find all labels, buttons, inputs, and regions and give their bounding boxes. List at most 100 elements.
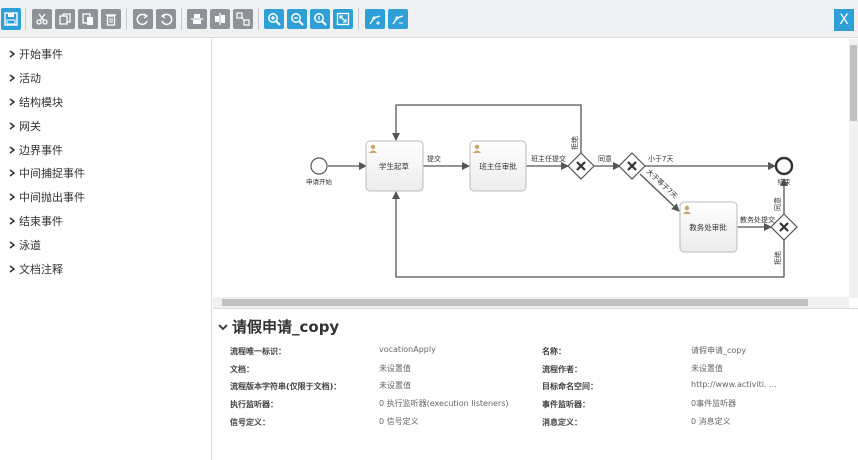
flow-label: 教务处提交 bbox=[740, 215, 775, 224]
flow-label: 拒绝 bbox=[570, 136, 579, 150]
prop-value[interactable]: 0 消息定义 bbox=[691, 417, 731, 426]
palette-group-label: 活动 bbox=[19, 72, 41, 85]
chevron-right-icon bbox=[9, 98, 16, 106]
vertical-scrollbar[interactable] bbox=[849, 39, 858, 298]
chevron-down-icon bbox=[218, 323, 228, 330]
process-name: 请假申请_copy bbox=[232, 318, 340, 336]
horizontal-scrollbar[interactable] bbox=[213, 297, 849, 308]
prop-label: 名称： bbox=[542, 347, 566, 356]
zoom-in-icon[interactable] bbox=[264, 9, 284, 29]
palette-group-activity[interactable]: 活动 bbox=[8, 69, 41, 87]
flow-label: 小于7天 bbox=[648, 154, 673, 163]
palette-group-gateway[interactable]: 网关 bbox=[8, 117, 41, 135]
flow-label: 拒绝 bbox=[773, 251, 782, 265]
undo-icon[interactable] bbox=[156, 9, 176, 29]
zoom-out-icon[interactable] bbox=[287, 9, 307, 29]
toolbar: X bbox=[0, 0, 858, 38]
prop-label: 目标命名空间： bbox=[542, 382, 598, 391]
prop-value[interactable]: 0 信号定义 bbox=[379, 417, 419, 426]
flow-label: 同意 bbox=[598, 154, 612, 163]
prop-label: 文档： bbox=[230, 365, 254, 374]
palette-group-label: 中间抛出事件 bbox=[19, 191, 85, 204]
chevron-right-icon bbox=[9, 193, 16, 201]
close-button[interactable]: X bbox=[834, 9, 854, 31]
palette-group-start-event[interactable]: 开始事件 bbox=[8, 45, 63, 63]
gateway-dean bbox=[770, 213, 798, 241]
chevron-right-icon bbox=[9, 265, 16, 273]
palette-group-boundary-event[interactable]: 边界事件 bbox=[8, 141, 63, 159]
task-dean-approve: 教务处审批 bbox=[679, 201, 738, 253]
flow-label: 班主任提交 bbox=[531, 154, 566, 163]
palette-group-structural[interactable]: 结构模块 bbox=[8, 93, 63, 111]
save-icon[interactable] bbox=[1, 8, 21, 30]
prop-label: 事件监听器： bbox=[542, 400, 590, 409]
palette-group-label: 网关 bbox=[19, 120, 41, 133]
cut-icon[interactable] bbox=[32, 9, 52, 29]
palette-group-end-event[interactable]: 结束事件 bbox=[8, 212, 63, 230]
chevron-right-icon bbox=[9, 74, 16, 82]
start-event bbox=[310, 157, 328, 175]
chevron-right-icon bbox=[9, 122, 16, 130]
prop-value[interactable]: 未设置值 bbox=[379, 381, 411, 390]
task-label: 教务处审批 bbox=[689, 222, 727, 232]
prop-label: 信号定义： bbox=[230, 418, 270, 427]
chevron-right-icon bbox=[9, 217, 16, 225]
zoom-actual-icon[interactable] bbox=[310, 9, 330, 29]
chevron-right-icon bbox=[9, 169, 16, 177]
palette-group-throwing-event[interactable]: 中间抛出事件 bbox=[8, 188, 85, 206]
prop-value[interactable]: 请假申请_copy bbox=[691, 346, 747, 355]
palette-group-label: 结构模块 bbox=[19, 96, 63, 109]
copy-icon[interactable] bbox=[55, 9, 75, 29]
bendpoint-add-icon[interactable] bbox=[365, 9, 385, 29]
diagram-canvas[interactable]: 申请开始 结束 学生起草 班主任审批 教务处审批 bbox=[213, 39, 858, 309]
palette-group-swimlane[interactable]: 泳道 bbox=[8, 236, 41, 254]
task-label: 班主任审批 bbox=[479, 161, 517, 171]
task-label: 学生起草 bbox=[379, 161, 409, 171]
palette-group-label: 边界事件 bbox=[19, 144, 63, 157]
flow-label: 提交 bbox=[427, 154, 441, 163]
zoom-fit-icon[interactable] bbox=[333, 9, 353, 29]
flow-ge7 bbox=[639, 173, 680, 212]
chevron-right-icon bbox=[9, 146, 16, 154]
prop-label: 执行监听器： bbox=[230, 400, 278, 409]
prop-label: 流程版本字符串(仅限于文档)： bbox=[230, 382, 342, 391]
flow-label: 同意 bbox=[773, 197, 782, 211]
palette-group-label: 开始事件 bbox=[19, 48, 63, 61]
prop-value[interactable]: 0事件监听器 bbox=[691, 399, 737, 408]
delete-icon[interactable] bbox=[101, 9, 121, 29]
redo-icon[interactable] bbox=[133, 9, 153, 29]
flow-reject-bottom bbox=[392, 191, 785, 278]
chevron-right-icon bbox=[9, 50, 16, 58]
same-size-icon[interactable] bbox=[233, 9, 253, 29]
align-vertical-icon[interactable] bbox=[210, 9, 230, 29]
palette-group-catching-event[interactable]: 中间捕捉事件 bbox=[8, 164, 85, 182]
properties-panel: 请假申请_copy 流程唯一标识： vocationApply 名称： 请假申请… bbox=[213, 310, 858, 460]
palette-group-label: 泳道 bbox=[19, 239, 41, 252]
prop-label: 流程作者： bbox=[542, 365, 582, 374]
gateway-teacher bbox=[567, 152, 595, 180]
prop-value[interactable]: 未设置值 bbox=[691, 364, 723, 373]
prop-label: 消息定义： bbox=[542, 418, 582, 427]
palette-group-label: 文档注释 bbox=[19, 263, 63, 276]
prop-label: 流程唯一标识： bbox=[230, 347, 286, 356]
end-event-label: 结束 bbox=[778, 177, 792, 186]
align-horizontal-icon[interactable] bbox=[187, 9, 207, 29]
flow-reject-top bbox=[392, 104, 582, 154]
prop-value[interactable]: 0 执行监听器(execution listeners) bbox=[379, 399, 509, 408]
palette-group-label: 中间捕捉事件 bbox=[19, 167, 85, 180]
prop-value[interactable]: vocationApply bbox=[379, 345, 436, 354]
chevron-right-icon bbox=[9, 241, 16, 249]
task-student-draft: 学生起草 bbox=[365, 140, 424, 192]
palette-sidebar: 开始事件 活动 结构模块 网关 边界事件 中间捕捉事件 中间抛出事件 结束事件 … bbox=[0, 39, 212, 460]
bendpoint-remove-icon[interactable] bbox=[388, 9, 408, 29]
task-teacher-approve: 班主任审批 bbox=[469, 140, 527, 192]
palette-group-label: 结束事件 bbox=[19, 215, 63, 228]
prop-value[interactable]: http://www.activiti. ... bbox=[691, 380, 777, 389]
properties-title[interactable]: 请假申请_copy bbox=[218, 316, 339, 337]
end-event bbox=[774, 156, 794, 176]
gateway-days bbox=[618, 152, 646, 180]
paste-icon[interactable] bbox=[78, 9, 98, 29]
palette-group-annotation[interactable]: 文档注释 bbox=[8, 260, 63, 278]
start-event-label: 申请开始 bbox=[306, 177, 333, 186]
prop-value[interactable]: 未设置值 bbox=[379, 364, 411, 373]
